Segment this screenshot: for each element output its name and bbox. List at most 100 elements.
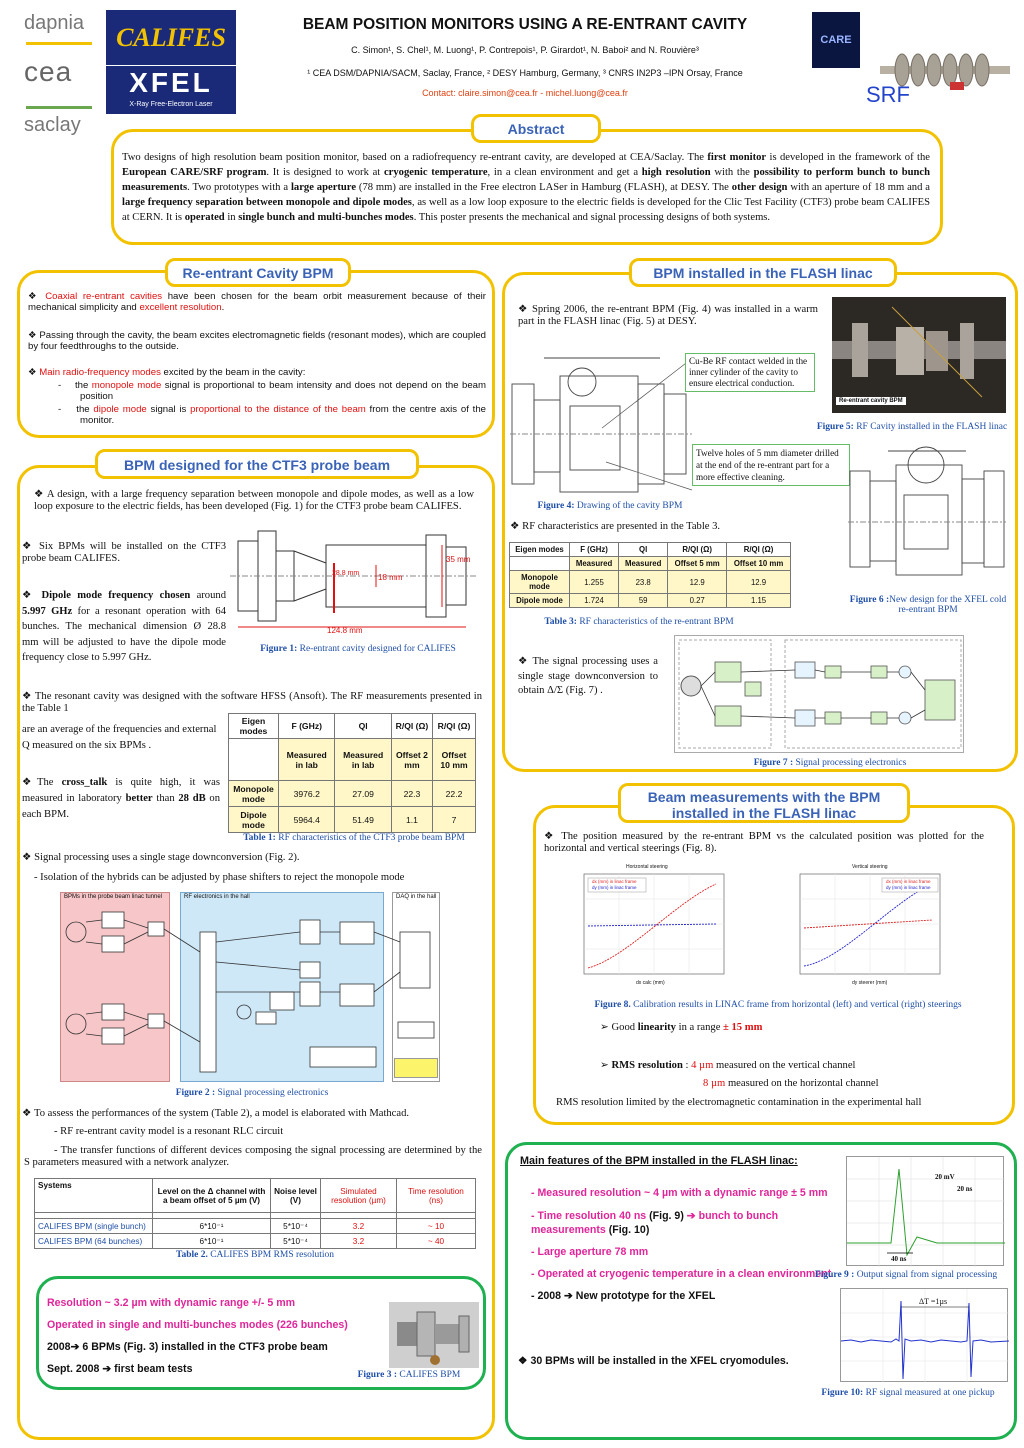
figure-10-label: Figure 10: <box>821 1388 864 1398</box>
table-1-s4: Offset 10 mm <box>432 738 476 781</box>
figure-4-caption-text: Drawing of the cavity BPM <box>576 501 683 511</box>
saclay-logo: saclay <box>24 114 81 136</box>
table-1-cell: 1.1 <box>390 806 434 833</box>
table-3-cell: 12.9 <box>667 570 728 594</box>
table-2-h3: Simulated resolution (µm) <box>320 1178 397 1213</box>
table-2-row: CALIFES BPM (64 bunches) 6*10⁻¹ 5*10⁻⁴ 3… <box>34 1233 476 1249</box>
table-3-h1: F (GHz) <box>568 542 620 557</box>
figure-10-dt: ΔT =1µs <box>919 1297 948 1306</box>
abstract-text: Two designs of high resolution beam posi… <box>122 152 930 223</box>
table-1-h1: F (GHz) <box>277 713 336 739</box>
figure-2-caption: Figure 2 : Signal processing electronics <box>60 1088 444 1098</box>
reentrant-bullet-3: ❖ Main radio-frequency modes excited by … <box>28 367 306 378</box>
table-2-caption: Table 2. CALIFES BPM RMS resolution <box>34 1250 476 1260</box>
table-1-cell: 27.09 <box>334 780 392 807</box>
table-1-cell: 22.2 <box>432 780 476 807</box>
poster-title: BEAM POSITION MONITORS USING A RE-ENTRAN… <box>302 16 748 33</box>
figure-4-label: Figure 4: <box>537 501 575 511</box>
beam-intro: ❖ The position measured by the re-entran… <box>544 831 984 854</box>
figure-8-left-title: Horizontal steering <box>626 864 668 870</box>
figure-8-right-plot <box>799 873 941 975</box>
table-3-cell: 23.8 <box>618 570 669 594</box>
main-features-list: - Measured resolution ~ 4 µm with a dyna… <box>531 1186 833 1303</box>
main-feature-time-b: (Fig. 9) <box>646 1210 687 1222</box>
figure-8-left: Horizontal steering dx (mm) in linac fra… <box>566 862 732 990</box>
table-2-row: CALIFES BPM (single bunch) 6*10⁻¹ 5*10⁻⁴… <box>34 1218 476 1234</box>
figure-8-left-legend-1: dx (mm) in linac frame <box>592 879 637 884</box>
main-feature-time-d: (Fig. 10) <box>605 1224 650 1236</box>
table-3-subheader: Measured Measured Offset 5 mm Offset 10 … <box>509 556 791 571</box>
fig1-dim-35: 35 mm <box>446 555 471 564</box>
figure-8-left-plot <box>583 873 725 975</box>
reentrant-bullet-2: ❖ Passing through the cavity, the beam e… <box>28 330 486 352</box>
figure-7-label: Figure 7 : <box>753 758 794 768</box>
table-2-cell: CALIFES BPM (single bunch) <box>34 1218 153 1234</box>
table-3-h0: Eigen modes <box>509 542 570 557</box>
srf-logo: SRF <box>866 82 910 107</box>
reentrant-bullet-3-tail: excited by the beam in the cavity: <box>163 367 306 378</box>
beam-rms-limit: RMS resolution limited by the electromag… <box>556 1097 922 1108</box>
table-2-caption-text: CALIFES BPM RMS resolution <box>210 1250 335 1260</box>
ctf3-mathcad-text: To assess the performances of the system… <box>33 1108 410 1119</box>
table-1-cell: 5964.4 <box>277 806 336 833</box>
ctf3-summary-2008: 2008➔ 6 BPMs (Fig. 3) installed in the C… <box>47 1341 328 1353</box>
figure-10-caption: Figure 10: RF signal measured at one pic… <box>808 1388 1008 1398</box>
figure-5-caption: Figure 5: RF Cavity installed in the FLA… <box>812 422 1012 432</box>
figure-1-drawing <box>230 530 476 628</box>
beam-rms-horizontal-value: 8 µm <box>703 1078 726 1089</box>
beam-linearity-a: Good <box>611 1022 638 1033</box>
beam-intro-text: The position measured by the re-entrant … <box>544 831 984 854</box>
table-3-caption: Table 3: RF characteristics of the re-en… <box>509 617 769 627</box>
table-3-row: Dipole mode 1.724 59 0.27 1.15 <box>509 593 791 608</box>
figure-3-caption-text: CALIFES BPM <box>399 1370 461 1380</box>
beam-linearity: ➢ Good linearity in a range ± 15 mm <box>600 1022 763 1033</box>
figure-2-label: Figure 2 : <box>175 1088 216 1098</box>
figure-6-caption: Figure 6 :New design for the XFEL cold r… <box>846 595 1010 615</box>
main-feature-resolution: - Measured resolution ~ 4 µm with a dyna… <box>531 1187 828 1199</box>
beam-linearity-c: in a range <box>675 1022 724 1033</box>
srf-cavity-drawing <box>880 53 1010 90</box>
ctf3-six-bpms: ❖ Six BPMs will be installed on the CTF3… <box>22 541 226 564</box>
srf-cavity-image <box>880 44 1010 96</box>
fig2-daq-label: DAQ in the hall <box>396 894 437 900</box>
main-feature-time-c: ➔ bunch to bunch measurements <box>531 1210 779 1236</box>
main-feature-xfel: ❖ 30 BPMs will be installed in the XFEL … <box>518 1355 789 1367</box>
table-3-s4: Offset 10 mm <box>726 556 791 571</box>
fig2-tunnel-label: BPMs in the probe beam linac tunnel <box>64 894 163 900</box>
table-3-label: Table 3: <box>544 617 577 627</box>
fig2-hall-label: RF electronics in the hall <box>184 894 250 900</box>
table-3-s0 <box>509 556 570 571</box>
table-2-cell: 6*10⁻¹ <box>152 1218 271 1234</box>
abstract-title: Abstract <box>471 114 601 143</box>
dapnia-logo: dapnia <box>24 12 85 34</box>
figure-6 <box>848 445 1008 593</box>
fig2-schematic <box>65 911 435 1073</box>
figure-3-label: Figure 3 : <box>357 1370 398 1380</box>
figure-3-drawing <box>389 1302 479 1368</box>
table-2-cell: 5*10⁻⁴ <box>270 1233 321 1249</box>
table-3-s2: Measured <box>618 556 669 571</box>
beam-rms-horizontal-text: measured on the horizontal channel <box>725 1078 879 1089</box>
figure-9-width: 40 ns <box>891 1255 907 1263</box>
figure-8-left-xlabel: dx calc (mm) <box>636 980 665 986</box>
table-2-cell: 5*10⁻⁴ <box>270 1218 321 1234</box>
figure-6-drawing <box>848 446 1006 576</box>
authors: C. Simon¹, S. Chel¹, M. Luong¹, P. Contr… <box>351 45 699 55</box>
table-3-cell: 1.15 <box>726 593 791 608</box>
ctf3-rlc: - RF re-entrant cavity model is a resona… <box>54 1126 284 1137</box>
ctf3-title: BPM designed for the CTF3 probe beam <box>95 449 419 479</box>
table-2-h0: Systems <box>34 1178 153 1213</box>
figure-5-drawing <box>832 297 1006 413</box>
main-feature-aperture: - Large aperture 78 mm <box>531 1246 649 1258</box>
figure-9-caption: Figure 9 : Output signal from signal pro… <box>804 1270 1008 1280</box>
califes-logo: CALIFES <box>106 10 236 65</box>
flash-note-contact: Cu-Be RF contact welded in the inner cyl… <box>685 353 815 392</box>
table-3-s3: Offset 5 mm <box>667 556 728 571</box>
table-1-caption: Table 1: RF characteristics of the CTF3 … <box>228 833 480 843</box>
figure-4-caption: Figure 4: Drawing of the cavity BPM <box>515 501 705 511</box>
figure-2: BPMs in the probe beam linac tunnel RF e… <box>60 892 444 1082</box>
ctf3-summary-sept: Sept. 2008 ➔ first beam tests <box>47 1363 193 1375</box>
beam-rms-vertical: ➢ RMS resolution : 4 µm measured on the … <box>600 1060 856 1071</box>
main-feature-time: - Time resolution 40 ns (Fig. 9) ➔ bunch… <box>531 1209 833 1237</box>
table-2-cell: CALIFES BPM (64 bunches) <box>34 1233 153 1249</box>
